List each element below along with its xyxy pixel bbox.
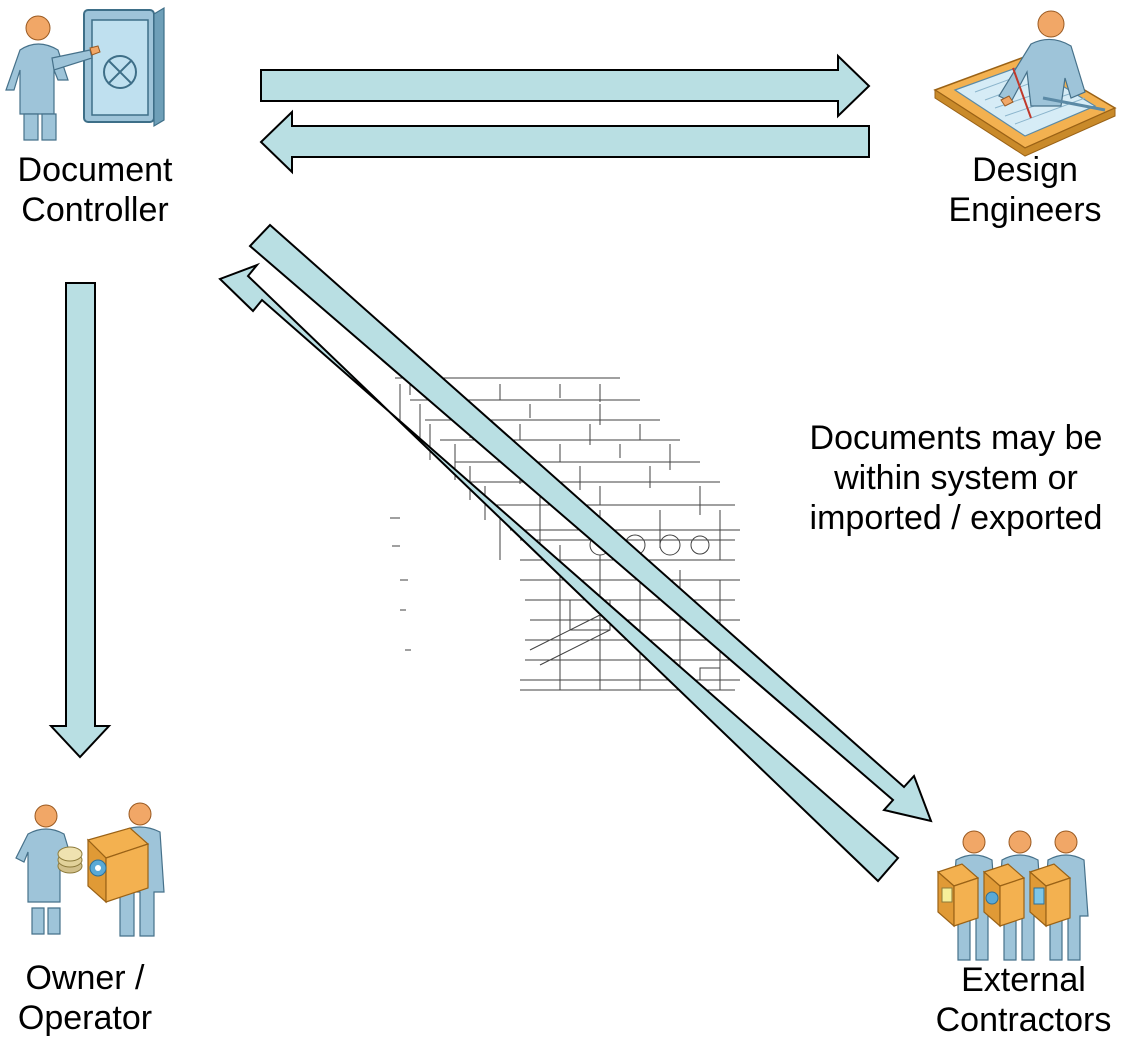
label-design-engineers-line1: Design: [972, 151, 1078, 189]
label-document-controller-line1: Document: [17, 151, 173, 189]
label-external-contractors-line1: External: [961, 961, 1086, 999]
label-external-contractors: External Contractors: [925, 960, 1122, 1040]
note-line3: imported / exported: [809, 499, 1103, 537]
label-document-controller: Document Controller: [0, 150, 190, 230]
note-documents: Documents may be within system or import…: [790, 418, 1122, 538]
arrow-controller-to-engineers: [260, 53, 871, 119]
arrow-contractors-to-controller: [218, 262, 900, 883]
person-at-drafting-table-icon: [933, 10, 1117, 157]
label-owner-operator: Owner / Operator: [0, 958, 170, 1038]
label-document-controller-line2: Controller: [21, 191, 169, 229]
person-with-safe-icon: [5, 6, 165, 141]
label-external-contractors-line2: Contractors: [935, 1001, 1112, 1039]
arrow-controller-to-contractors: [248, 223, 933, 823]
arrow-engineers-to-controller: [259, 109, 870, 175]
label-design-engineers-line2: Engineers: [948, 191, 1102, 229]
label-owner-operator-line1: Owner /: [25, 959, 145, 997]
note-line1: Documents may be: [809, 419, 1103, 457]
people-exchanging-box-icon: [15, 802, 165, 937]
label-design-engineers: Design Engineers: [930, 150, 1120, 230]
people-carrying-boxes-icon: [936, 830, 1089, 961]
note-line2: within system or: [834, 459, 1078, 497]
arrow-controller-to-owner: [48, 282, 112, 759]
label-owner-operator-line2: Operator: [17, 999, 153, 1037]
